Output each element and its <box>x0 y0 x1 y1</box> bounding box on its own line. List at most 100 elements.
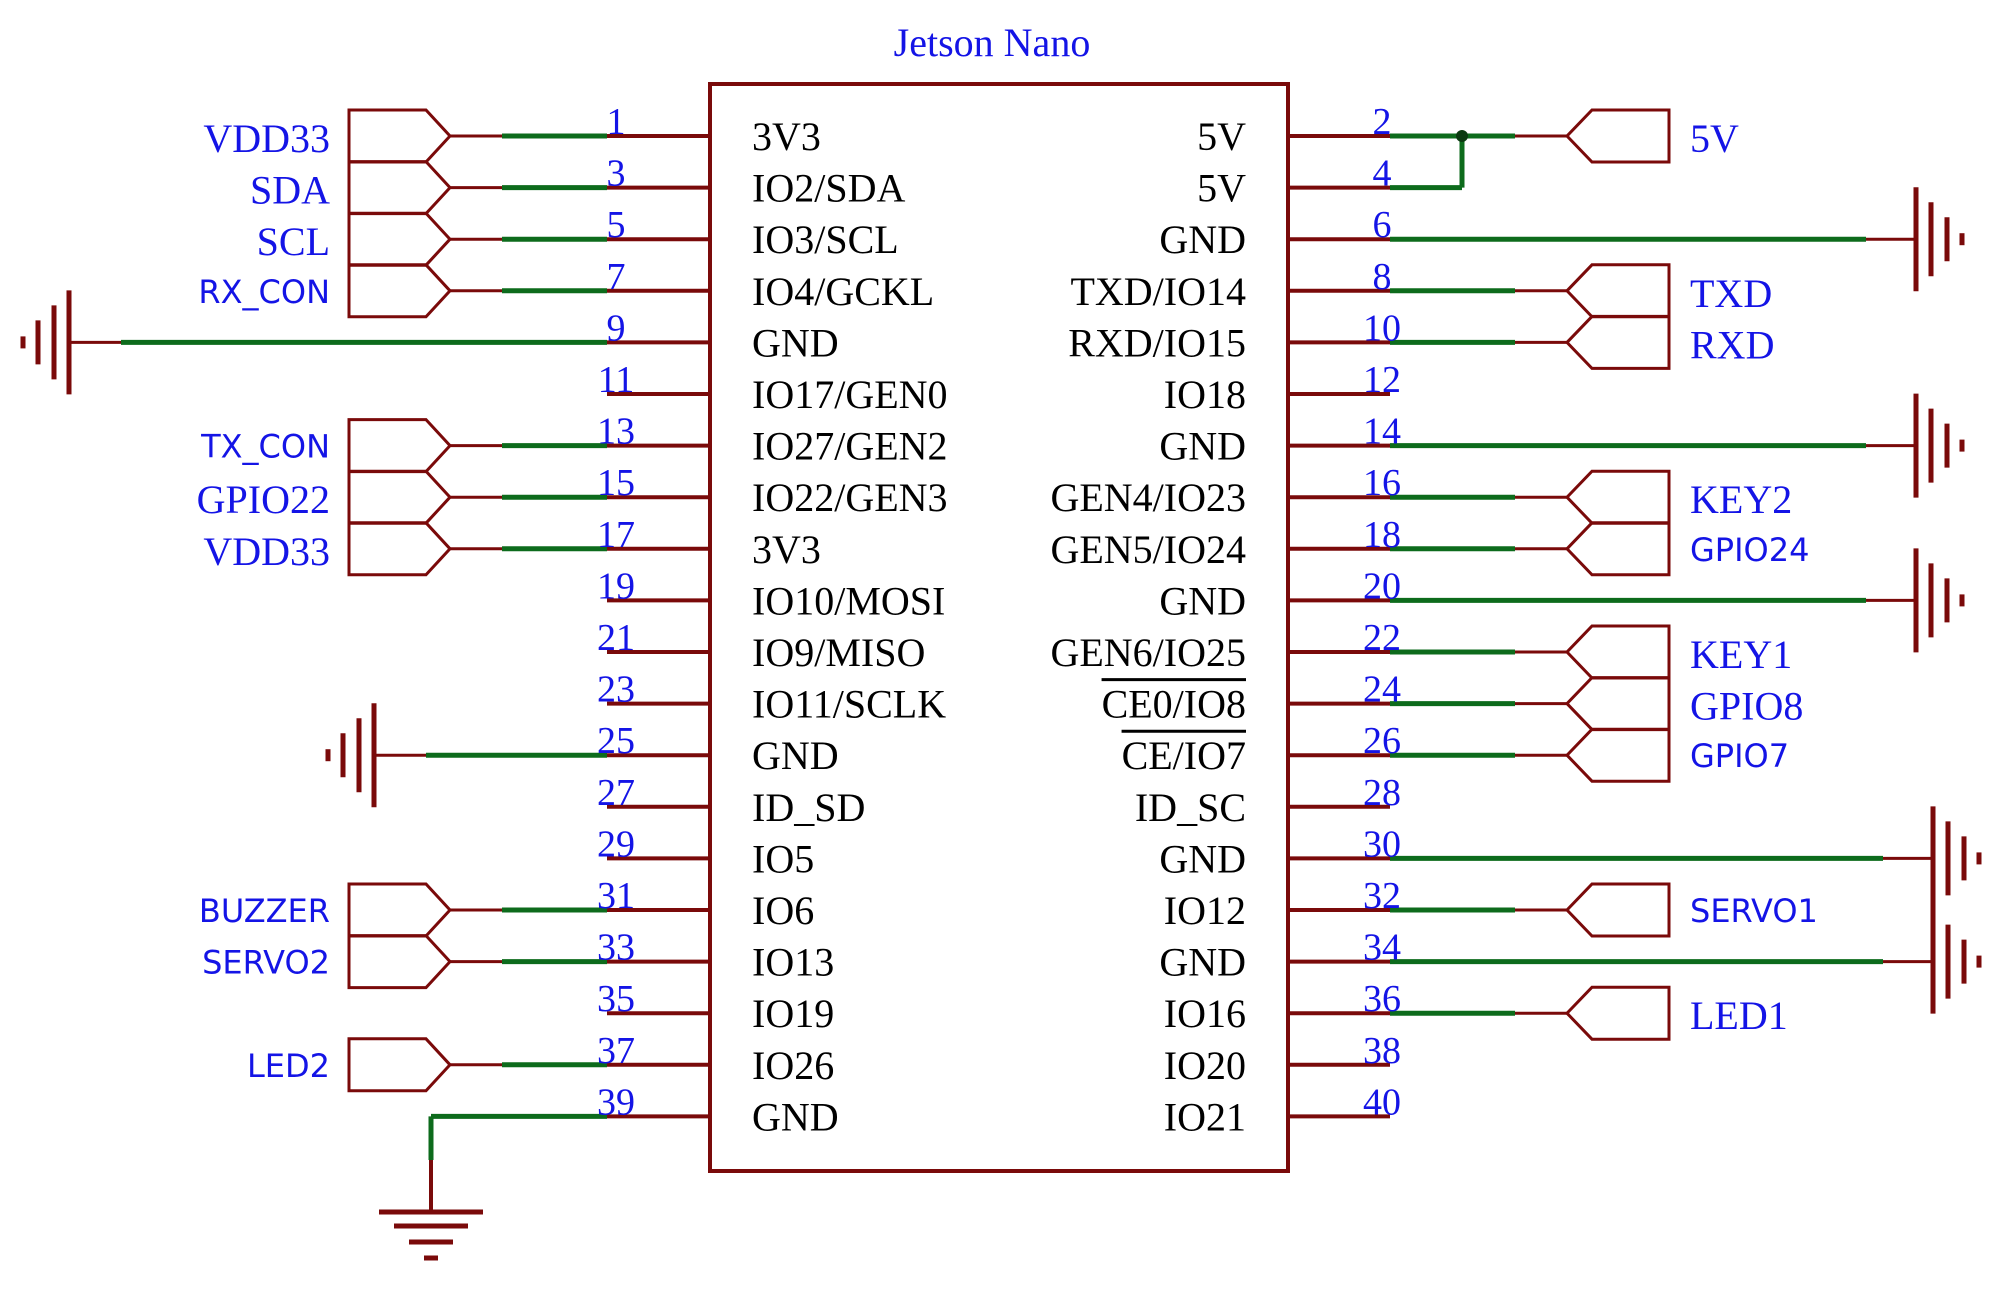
pin-name: IO4/GCKL <box>752 269 934 314</box>
net-label: KEY1 <box>1690 632 1792 677</box>
pin-name: ID_SC <box>1135 785 1246 830</box>
pin-name: GEN6/IO25 <box>1050 630 1246 675</box>
net-port-left <box>347 934 453 990</box>
pin-number: 11 <box>598 359 635 401</box>
ground-symbols-layer <box>20 187 1982 1261</box>
pin-number: 9 <box>607 307 626 349</box>
net-port-left <box>347 521 453 577</box>
pin-number: 20 <box>1363 565 1401 607</box>
net-label: BUZZER <box>199 892 330 930</box>
pin-name: GND <box>1159 424 1246 469</box>
pin-number: 16 <box>1363 462 1401 504</box>
pin-number: 4 <box>1373 153 1392 195</box>
net-port-right <box>1564 985 1671 1041</box>
net-label: 5V <box>1690 116 1739 161</box>
pin-number: 40 <box>1363 1081 1401 1123</box>
net-label: VDD33 <box>203 116 330 161</box>
pin-name: IO22/GEN3 <box>752 475 948 520</box>
pin-number: 29 <box>597 823 635 865</box>
pin-name: RXD/IO15 <box>1068 320 1246 365</box>
pin-name: IO2/SDA <box>752 166 905 211</box>
net-label: TXD <box>1690 271 1772 316</box>
net-port-right <box>1564 314 1671 370</box>
net-port-right <box>1564 469 1671 525</box>
pin-name: CE/IO7 <box>1122 733 1246 778</box>
pin-number: 13 <box>597 411 635 453</box>
pin-name: IO21 <box>1164 1094 1246 1139</box>
net-label: SCL <box>257 219 330 264</box>
pin-name: CE0/IO8 <box>1102 682 1246 727</box>
net-label: GPIO22 <box>197 477 330 522</box>
net-port-left <box>347 211 453 267</box>
pin-name: GND <box>1159 217 1246 262</box>
pin-name: GEN4/IO23 <box>1050 475 1246 520</box>
pin-number: 3 <box>607 153 626 195</box>
pin-number: 10 <box>1363 307 1401 349</box>
pin-number: 28 <box>1363 772 1401 814</box>
pin-number: 26 <box>1363 720 1401 762</box>
pin-name: 3V3 <box>752 114 821 159</box>
net-label: RX_CON <box>198 273 330 311</box>
net-label: RXD <box>1690 322 1774 367</box>
pin-number: 25 <box>597 720 635 762</box>
pin-name: IO13 <box>752 940 834 985</box>
net-label: LED2 <box>247 1047 330 1085</box>
pin-number: 22 <box>1363 617 1401 659</box>
pin-name: IO18 <box>1164 372 1246 417</box>
net-label: KEY2 <box>1690 477 1792 522</box>
pin-name: GND <box>1159 940 1246 985</box>
pin-number: 1 <box>607 101 626 143</box>
net-label: GPIO8 <box>1690 684 1803 729</box>
pin-name: GND <box>1159 836 1246 881</box>
net-port-left <box>347 469 453 525</box>
pin-number: 32 <box>1363 875 1401 917</box>
pin-name: IO10/MOSI <box>752 578 945 623</box>
chip-body <box>708 82 1290 1173</box>
pin-number: 19 <box>597 565 635 607</box>
pin-number: 38 <box>1363 1030 1401 1072</box>
net-port-left <box>347 418 453 474</box>
pin-name: ID_SD <box>752 785 865 830</box>
net-port-left <box>347 882 453 938</box>
pin-number: 21 <box>597 617 635 659</box>
net-label: SERVO1 <box>1690 892 1818 930</box>
pin-name: IO20 <box>1164 1043 1246 1088</box>
pin-number: 8 <box>1373 256 1392 298</box>
pin-name: 3V3 <box>752 527 821 572</box>
junction-dot <box>1456 130 1468 142</box>
pin-name: IO16 <box>1164 991 1246 1036</box>
pin-name: 5V <box>1197 166 1246 211</box>
net-label: GPIO24 <box>1690 531 1809 569</box>
net-label: LED1 <box>1690 993 1788 1038</box>
pin-number: 6 <box>1373 204 1392 246</box>
pin-number: 14 <box>1363 411 1401 453</box>
net-label: VDD33 <box>203 529 330 574</box>
pin-name: IO3/SCL <box>752 217 899 262</box>
pin-name: GND <box>1159 578 1246 623</box>
net-port-right <box>1564 263 1671 319</box>
pin-name: IO26 <box>752 1043 834 1088</box>
pin-name: GEN5/IO24 <box>1050 527 1246 572</box>
net-port-left <box>347 1037 453 1093</box>
pin-name: IO11/SCLK <box>752 682 946 727</box>
net-port-right <box>1564 676 1671 732</box>
pin-number: 27 <box>597 772 635 814</box>
pin-number: 39 <box>597 1081 635 1123</box>
net-label: TX_CON <box>200 428 330 466</box>
pin-name: GND <box>752 733 839 778</box>
pin-number: 12 <box>1363 359 1401 401</box>
net-port-left <box>347 160 453 216</box>
pin-name: IO12 <box>1164 888 1246 933</box>
pin-number: 30 <box>1363 823 1401 865</box>
pin-number: 23 <box>597 669 635 711</box>
net-port-left <box>347 263 453 319</box>
pin-name: 5V <box>1197 114 1246 159</box>
pin-name: IO27/GEN2 <box>752 424 948 469</box>
pin-number: 31 <box>597 875 635 917</box>
pin-number: 35 <box>597 978 635 1020</box>
net-port-right <box>1564 624 1671 680</box>
pin-name: IO17/GEN0 <box>752 372 948 417</box>
net-label: SDA <box>250 168 330 213</box>
pin-name: IO19 <box>752 991 834 1036</box>
